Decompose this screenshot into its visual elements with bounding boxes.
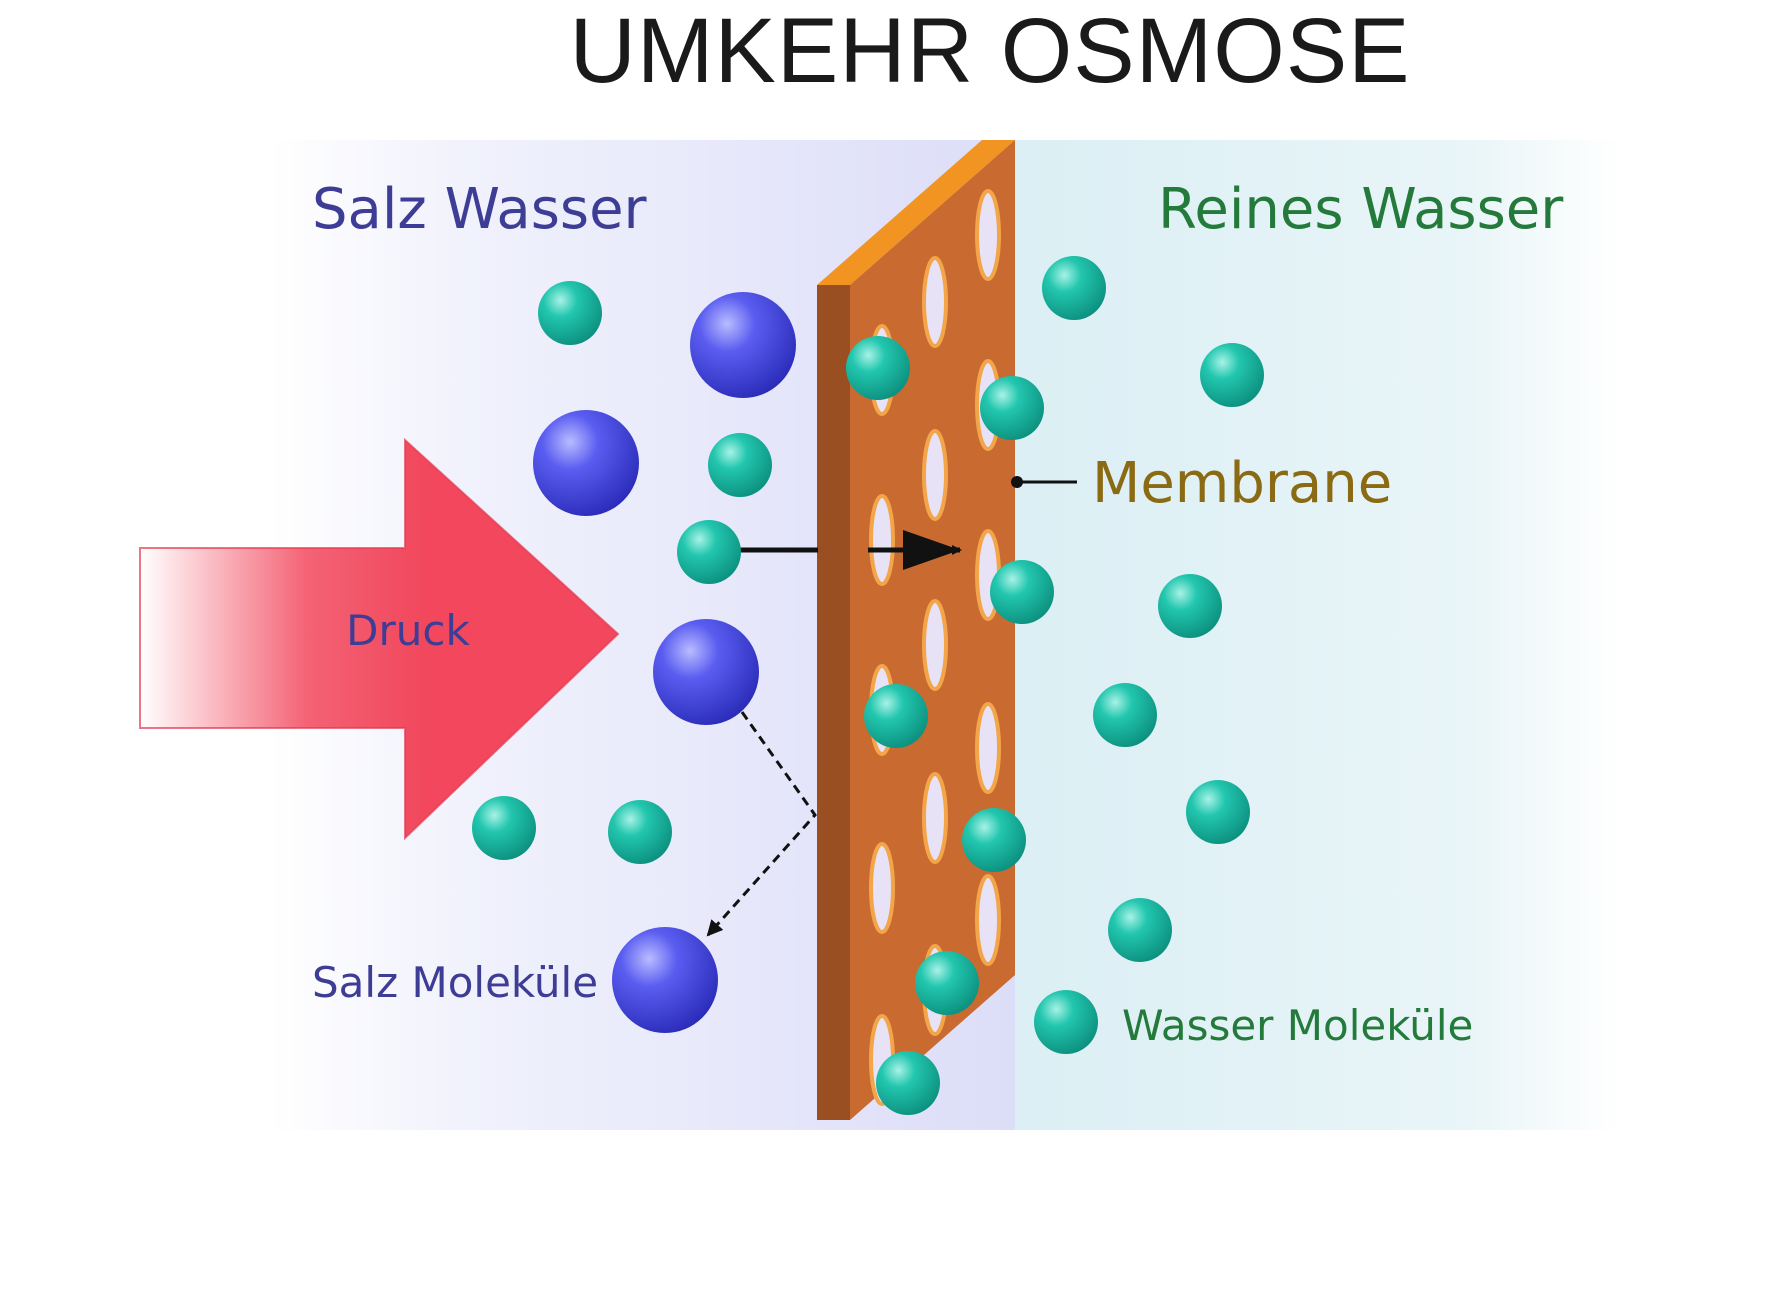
water-molecule xyxy=(472,796,536,860)
water-molecule xyxy=(1186,780,1250,844)
water-molecule xyxy=(608,800,672,864)
membrane-top-edge xyxy=(817,140,1015,285)
pure-water-region xyxy=(1015,140,1620,1130)
salt-water-label: Salz Wasser xyxy=(312,177,648,242)
water-molecules-label: Wasser Moleküle xyxy=(1122,1001,1473,1050)
water-molecule xyxy=(915,951,979,1015)
water-molecule xyxy=(1200,343,1264,407)
salt-molecule xyxy=(690,292,796,398)
water-molecule xyxy=(864,684,928,748)
salt-molecules-label: Salz Moleküle xyxy=(312,958,598,1007)
water-molecule xyxy=(1093,683,1157,747)
water-molecule xyxy=(538,281,602,345)
water-molecule xyxy=(990,560,1054,624)
page-title: UMKEHR OSMOSE xyxy=(569,0,1410,102)
water-molecule xyxy=(677,520,741,584)
membrane-label: Membrane xyxy=(1092,451,1392,516)
water-molecule xyxy=(876,1051,940,1115)
water-molecule xyxy=(846,336,910,400)
water-molecule xyxy=(1108,898,1172,962)
pure-water-label: Reines Wasser xyxy=(1158,177,1564,242)
salt-molecule xyxy=(653,619,759,725)
water-molecules xyxy=(472,256,1264,1115)
membrane-side xyxy=(817,285,850,1120)
water-molecule xyxy=(708,433,772,497)
salt-rejection-arrow xyxy=(706,711,817,937)
water-molecule xyxy=(1042,256,1106,320)
water-molecule xyxy=(980,376,1044,440)
salt-molecules xyxy=(533,292,796,1033)
pressure-label: Druck xyxy=(346,606,470,655)
salt-molecule xyxy=(533,410,639,516)
water-flow-arrow xyxy=(740,530,962,570)
salt-molecule xyxy=(612,927,718,1033)
water-molecule xyxy=(962,808,1026,872)
pressure-arrow: Druck xyxy=(139,437,620,841)
water-molecule xyxy=(1034,990,1098,1054)
water-molecule xyxy=(1158,574,1222,638)
